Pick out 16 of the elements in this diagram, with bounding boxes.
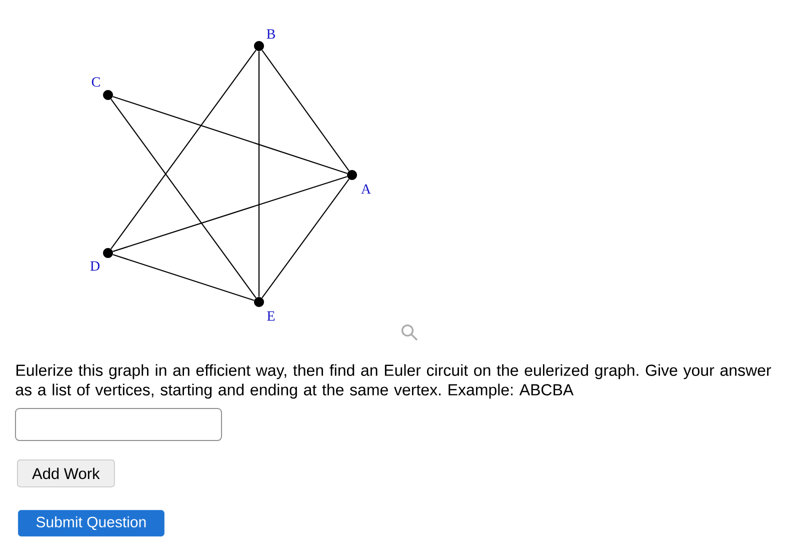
edge-line [112, 176, 348, 252]
vertex-label: C [92, 77, 100, 87]
primary-button: Submit Question [18, 510, 164, 536]
edge-line [262, 50, 350, 172]
edge-line [112, 96, 348, 174]
vertex-label: A [361, 184, 371, 194]
edge-line [110, 50, 256, 250]
edge-line [258, 51, 260, 297]
button: Add Work [17, 460, 115, 488]
vertex-label: E [267, 311, 275, 321]
edge-line [112, 254, 254, 301]
question-text: Eulerize this graph in an efficient way, then find an Euler circuit on the eulerized graph. Give your answer as a list of vertices, starting and ending at the same vertex. Example: ABCBA [16, 364, 772, 399]
edge-line [110, 98, 256, 298]
vertex-label: D [90, 261, 100, 271]
vertex-label: B [266, 29, 275, 39]
edge-line [262, 178, 350, 298]
